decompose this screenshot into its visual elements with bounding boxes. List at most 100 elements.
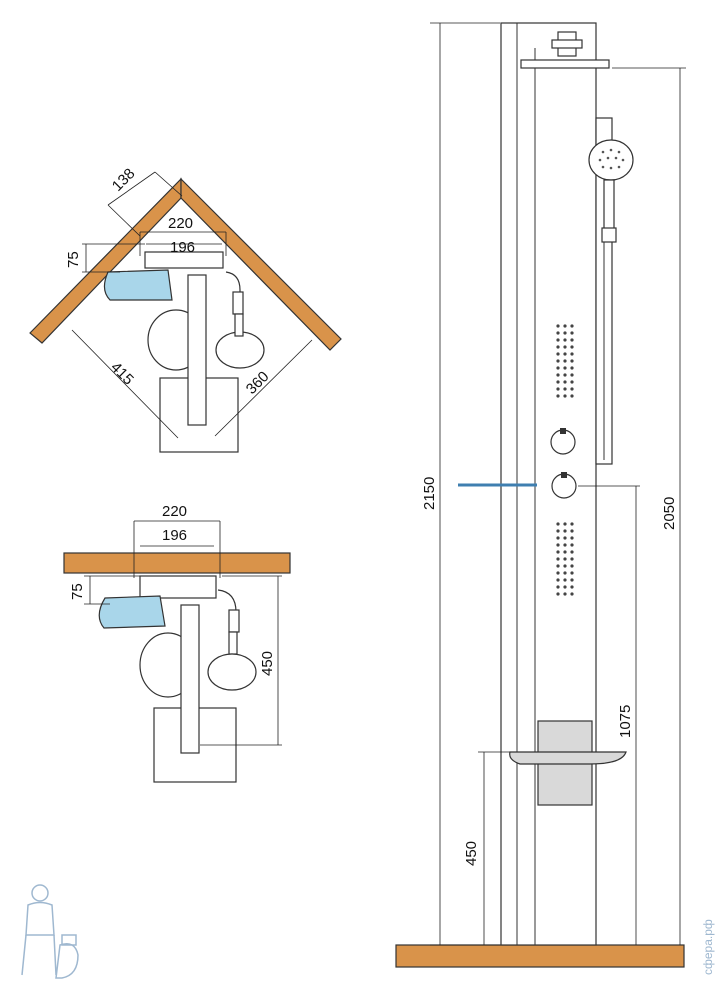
jet-dot <box>563 359 567 363</box>
jet-dot <box>556 352 560 356</box>
flat-wall <box>63 552 291 574</box>
floor <box>395 944 685 968</box>
dim-196-wall-label: 196 <box>162 527 187 544</box>
jet-dot <box>563 550 567 554</box>
hand-shower-head <box>215 331 265 369</box>
jet-dot <box>556 557 560 561</box>
jet-dot <box>570 387 574 391</box>
jet-dot <box>556 324 560 328</box>
wall-plan-view: 220 196 75 450 <box>63 503 291 783</box>
jet-dot <box>556 564 560 568</box>
jet-dot <box>563 529 567 533</box>
jet-dot <box>563 578 567 582</box>
panel-top-bracket <box>144 251 224 269</box>
jet-dot <box>556 345 560 349</box>
plumber-mascot-icon <box>21 884 79 979</box>
corner-plan-view: 138 220 196 75 415 360 <box>29 165 342 453</box>
dim-2050-label: 2050 <box>661 497 678 530</box>
jet-dot <box>563 394 567 398</box>
dim-75-corner-label: 75 <box>65 251 82 268</box>
jet-dot <box>570 522 574 526</box>
jet-dot <box>570 529 574 533</box>
jet-dot <box>570 564 574 568</box>
dim-450-wall-label: 450 <box>259 651 276 676</box>
hand-shower <box>588 139 634 181</box>
jet-dot <box>570 550 574 554</box>
dim-75-wall-label: 75 <box>69 583 86 600</box>
jet-dot <box>570 345 574 349</box>
folding-seat <box>509 751 627 765</box>
watermark-text: сфера.рф <box>701 919 715 975</box>
hand-shower-head-2 <box>207 653 257 691</box>
watermark-logo: сфера.рф <box>21 884 715 979</box>
jet-dot <box>563 571 567 575</box>
jet-dot <box>556 550 560 554</box>
jet-dot <box>556 529 560 533</box>
jet-dot <box>563 331 567 335</box>
corner-wall-right <box>180 177 342 351</box>
jet-dot <box>570 536 574 540</box>
jet-dot <box>556 380 560 384</box>
jet-dot <box>570 592 574 596</box>
jet-dot <box>563 366 567 370</box>
jet-dot <box>570 366 574 370</box>
hand-shower-handle <box>234 313 244 337</box>
jet-dot <box>556 578 560 582</box>
jet-dot <box>563 345 567 349</box>
hand-shower-handle-2 <box>228 631 238 655</box>
jet-dot <box>563 352 567 356</box>
jet-dot <box>563 585 567 589</box>
jet-dot <box>563 557 567 561</box>
panel-column-2 <box>180 604 200 754</box>
jet-dot <box>570 557 574 561</box>
shower-handle <box>603 179 615 235</box>
jet-dot <box>556 592 560 596</box>
elevation-view: 2150 2050 1075 450 <box>395 22 686 968</box>
jet-dot <box>563 373 567 377</box>
jet-dot <box>570 380 574 384</box>
jet-dot <box>563 338 567 342</box>
jet-dot <box>570 324 574 328</box>
dim-220-label: 220 <box>168 215 193 232</box>
jet-dot <box>570 578 574 582</box>
jet-dot <box>556 571 560 575</box>
dim-1075-label: 1075 <box>617 705 634 738</box>
jet-dot <box>556 359 560 363</box>
jet-dot <box>570 394 574 398</box>
jet-dot <box>563 543 567 547</box>
jet-dot <box>570 359 574 363</box>
jet-dot <box>563 324 567 328</box>
jet-dot <box>563 564 567 568</box>
dim-196-label: 196 <box>170 239 195 256</box>
dim-360-label: 360 <box>243 368 273 398</box>
jet-dot <box>556 331 560 335</box>
jet-dot <box>556 366 560 370</box>
dim-220-wall-label: 220 <box>162 503 187 520</box>
jet-dot <box>556 536 560 540</box>
shower-nozzles <box>598 148 625 170</box>
jet-dot <box>570 543 574 547</box>
jet-dot <box>563 522 567 526</box>
jet-dot <box>563 592 567 596</box>
jet-dot <box>570 373 574 377</box>
dim-2150-label: 2150 <box>421 477 438 510</box>
jet-dot <box>570 331 574 335</box>
shower-holder <box>232 291 244 315</box>
jet-dot <box>556 338 560 342</box>
dim-138-label: 138 <box>109 165 139 195</box>
dim-415-label: 415 <box>107 359 137 389</box>
panel-column <box>187 274 207 426</box>
jet-dot <box>570 585 574 589</box>
top-shelf <box>520 59 610 69</box>
glass-shelf <box>103 269 173 301</box>
jet-dot <box>570 338 574 342</box>
jet-dot <box>556 585 560 589</box>
jet-dot <box>556 387 560 391</box>
jet-dot <box>556 543 560 547</box>
dim-450-elev-label: 450 <box>463 841 480 866</box>
jet-dot <box>556 394 560 398</box>
panel-top-bracket-2 <box>139 575 217 599</box>
body-jets-lower <box>556 522 574 596</box>
jet-dot <box>563 387 567 391</box>
